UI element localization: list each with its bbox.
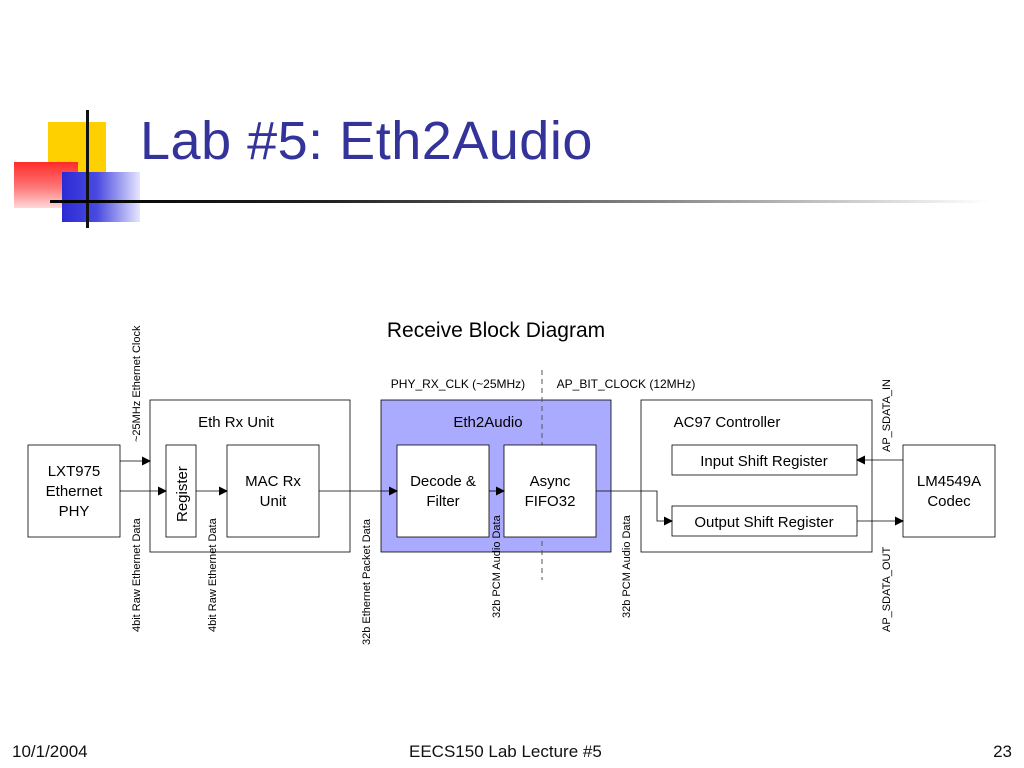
ap-bit-clock-label: AP_BIT_CLOCK (12MHz) <box>557 377 696 391</box>
ac97-controller-box <box>640 399 873 553</box>
lxt975-line1: LXT975 <box>48 463 101 480</box>
footer-date: 10/1/2004 <box>12 742 88 761</box>
register-label: Register <box>174 466 191 522</box>
decode-line2: Filter <box>426 493 459 510</box>
fifo-line2: FIFO32 <box>525 493 576 510</box>
raw-ethernet-data-label-1: 4bit Raw Ethernet Data <box>131 517 143 632</box>
pcm-audio-data-label-2: 32b PCM Audio Data <box>621 514 633 618</box>
async-fifo-block <box>503 444 597 538</box>
fifo-line1: Async <box>530 473 571 490</box>
register-block <box>165 444 197 538</box>
eth2audio-label: Eth2Audio <box>453 414 522 431</box>
ap-sdata-out-label: AP_SDATA_OUT <box>881 547 893 632</box>
title-underline-rule <box>50 200 990 203</box>
lm4549a-line1: LM4549A <box>917 473 981 490</box>
diagram-title: Receive Block Diagram <box>387 319 605 342</box>
ap-sdata-in-label: AP_SDATA_IN <box>881 379 893 452</box>
decode-line1: Decode & <box>410 473 476 490</box>
logo-blue-square <box>62 172 140 222</box>
mac-rx-line1: MAC Rx <box>245 473 301 490</box>
eth-rx-unit-label: Eth Rx Unit <box>198 414 275 431</box>
slide-title: Lab #5: Eth2Audio <box>140 111 593 171</box>
ethernet-clock-label: ~25MHz Ethernet Clock <box>131 325 143 442</box>
decode-filter-block <box>396 444 490 538</box>
lxt975-phy-block <box>27 444 121 538</box>
ac97-controller-label: AC97 Controller <box>674 414 781 431</box>
phy-rx-clk-label: PHY_RX_CLK (~25MHz) <box>391 377 525 391</box>
input-shift-register-label: Input Shift Register <box>700 453 828 470</box>
output-shift-register-label: Output Shift Register <box>694 514 833 531</box>
logo-vertical-rule <box>86 110 89 228</box>
lm4549a-line2: Codec <box>927 493 971 510</box>
fifo-to-output-shift-wire <box>596 490 673 526</box>
mac-rx-unit-block <box>226 444 320 538</box>
pcm-audio-data-label-1: 32b PCM Audio Data <box>491 514 503 618</box>
lm4549a-codec-block <box>902 444 996 538</box>
eth-rx-unit-box <box>149 399 351 553</box>
ethernet-packet-data-label: 32b Ethernet Packet Data <box>361 518 373 645</box>
input-shift-register-block <box>671 444 858 476</box>
lxt975-line2: Ethernet <box>46 483 104 500</box>
footer-course-title: EECS150 Lab Lecture #5 <box>409 742 602 761</box>
raw-ethernet-data-label-2: 4bit Raw Ethernet Data <box>207 517 219 632</box>
mac-rx-line2: Unit <box>260 493 288 510</box>
footer-page-number: 23 <box>993 742 1012 761</box>
lxt975-line3: PHY <box>59 503 90 520</box>
